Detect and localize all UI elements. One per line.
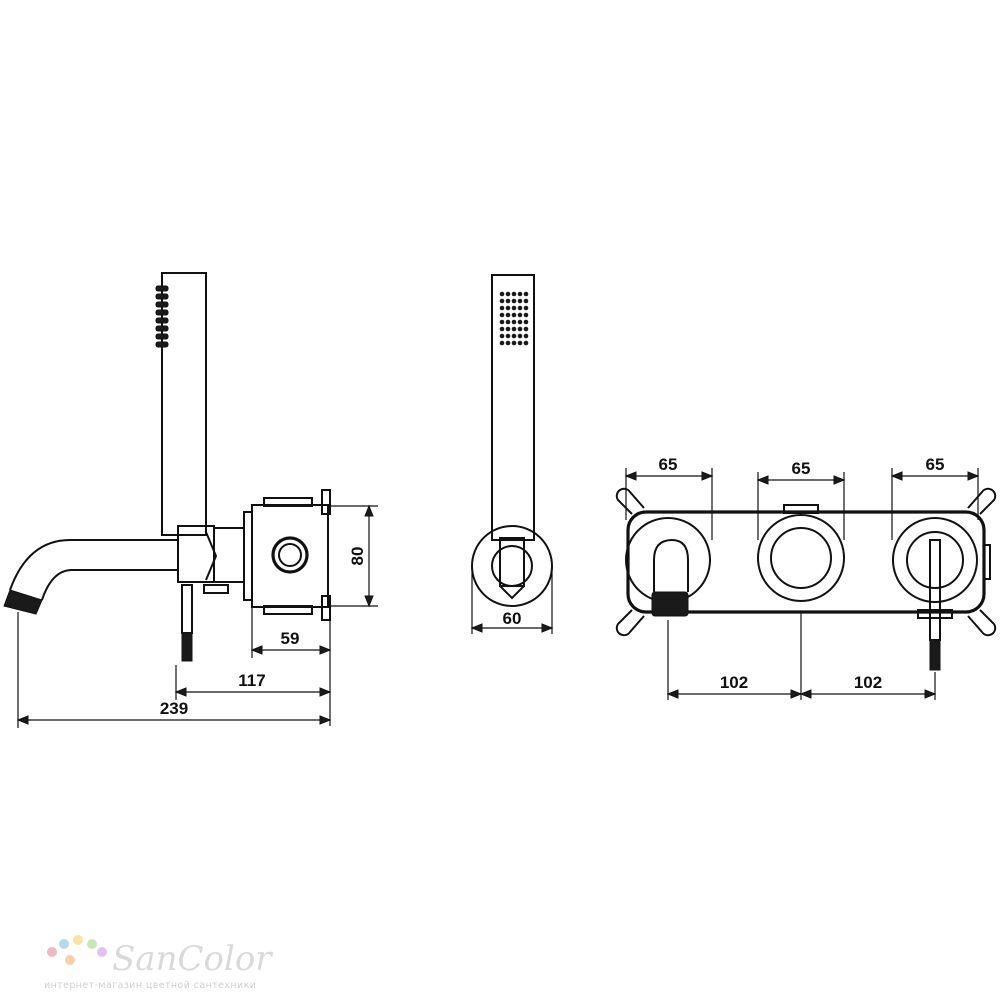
dim-text-239: 239 xyxy=(160,699,188,718)
shower-nozzle xyxy=(523,305,529,311)
dim-reach-239: 239 xyxy=(16,612,332,728)
dim-text-spacing-right: 102 xyxy=(854,673,882,692)
shower-nozzle xyxy=(517,326,523,332)
watermark-logo-dots xyxy=(47,935,107,965)
shower-nozzle xyxy=(511,298,517,304)
shower-nozzle xyxy=(511,319,517,325)
dim-depth-59: 59 xyxy=(250,600,332,726)
shower-nozzle xyxy=(499,298,505,304)
shower-nozzle xyxy=(523,326,529,332)
shower-nozzle xyxy=(505,319,511,325)
dim-text-height: 80 xyxy=(348,547,367,566)
front-rosette-mixer xyxy=(892,517,978,671)
shower-nozzle xyxy=(505,298,511,304)
front-view: 65 65 65 xyxy=(615,455,997,700)
shower-nozzle xyxy=(505,333,511,339)
shower-nozzle xyxy=(505,340,511,346)
front-rosette-spout xyxy=(625,517,711,617)
shower-nozzle xyxy=(505,326,511,332)
side-hand-shower xyxy=(155,272,207,536)
shower-nozzle xyxy=(499,340,505,346)
shower-nozzle xyxy=(517,291,523,297)
side-concealed-box xyxy=(251,489,331,621)
dim-spacing-102: 102 102 xyxy=(666,612,937,700)
shower-nozzle xyxy=(499,291,505,297)
shower-nozzle xyxy=(511,326,517,332)
dim-rosette-center-65: 65 xyxy=(756,459,846,540)
dim-rosette-left-65: 65 xyxy=(624,455,714,540)
watermark-dot xyxy=(65,955,75,965)
shower-nozzle xyxy=(511,340,517,346)
shower-nozzle xyxy=(511,333,517,339)
watermark-dot xyxy=(59,939,69,949)
shower-nozzle xyxy=(511,305,517,311)
dim-text-60: 60 xyxy=(503,609,522,628)
dim-text-spacing-left: 102 xyxy=(720,673,748,692)
shower-nozzle xyxy=(517,298,523,304)
dim-text-rosette-right: 65 xyxy=(926,455,945,474)
shower-nozzle xyxy=(517,340,523,346)
dim-text-rosette-left: 65 xyxy=(659,455,678,474)
shower-nozzle xyxy=(499,326,505,332)
front-rosette-diverter xyxy=(757,504,845,602)
watermark-brand: SanColor xyxy=(112,939,273,979)
side-view: 80 59 117 239 xyxy=(3,272,378,728)
shower-nozzle xyxy=(523,340,529,346)
front-mounting-ears xyxy=(615,487,997,637)
shower-nozzle xyxy=(523,298,529,304)
shower-nozzle xyxy=(523,312,529,318)
shower-nozzle xyxy=(517,312,523,318)
hand-shower-view: 60 xyxy=(470,274,554,634)
shower-nozzle xyxy=(499,333,505,339)
dim-text-rosette-center: 65 xyxy=(792,459,811,478)
watermark-dot xyxy=(73,935,83,945)
dim-rosette-right-65: 65 xyxy=(890,455,980,540)
shower-nozzle xyxy=(499,305,505,311)
shower-nozzle xyxy=(523,291,529,297)
watermark-tagline: интернет-магазин цветной сантехники xyxy=(44,980,256,991)
shower-nozzle xyxy=(505,312,511,318)
shower-nozzle xyxy=(505,291,511,297)
shower-nozzle xyxy=(517,305,523,311)
side-spout xyxy=(3,539,178,615)
shower-nozzle xyxy=(511,312,517,318)
shower-nozzle-grid xyxy=(499,291,529,346)
side-shower-nozzles xyxy=(155,285,169,348)
shower-nozzle xyxy=(523,319,529,325)
dim-holder-60: 60 xyxy=(470,566,554,634)
dim-text-59: 59 xyxy=(281,629,300,648)
watermark-dot xyxy=(47,947,57,957)
side-lever xyxy=(181,584,193,662)
shower-nozzle xyxy=(517,319,523,325)
shower-nozzle xyxy=(505,305,511,311)
side-wall-plate xyxy=(213,511,253,601)
shower-nozzle xyxy=(499,312,505,318)
dim-text-117: 117 xyxy=(238,671,265,690)
shower-nozzle xyxy=(511,291,517,297)
dim-height-80: 80 xyxy=(330,504,378,608)
watermark-dot xyxy=(97,947,107,957)
dim-depth-117: 117 xyxy=(174,665,332,700)
shower-nozzle xyxy=(517,333,523,339)
watermark-dot xyxy=(87,939,97,949)
watermark: SanColor интернет-магазин цветной сантех… xyxy=(44,935,273,991)
shower-nozzle xyxy=(499,319,505,325)
shower-nozzle xyxy=(523,333,529,339)
